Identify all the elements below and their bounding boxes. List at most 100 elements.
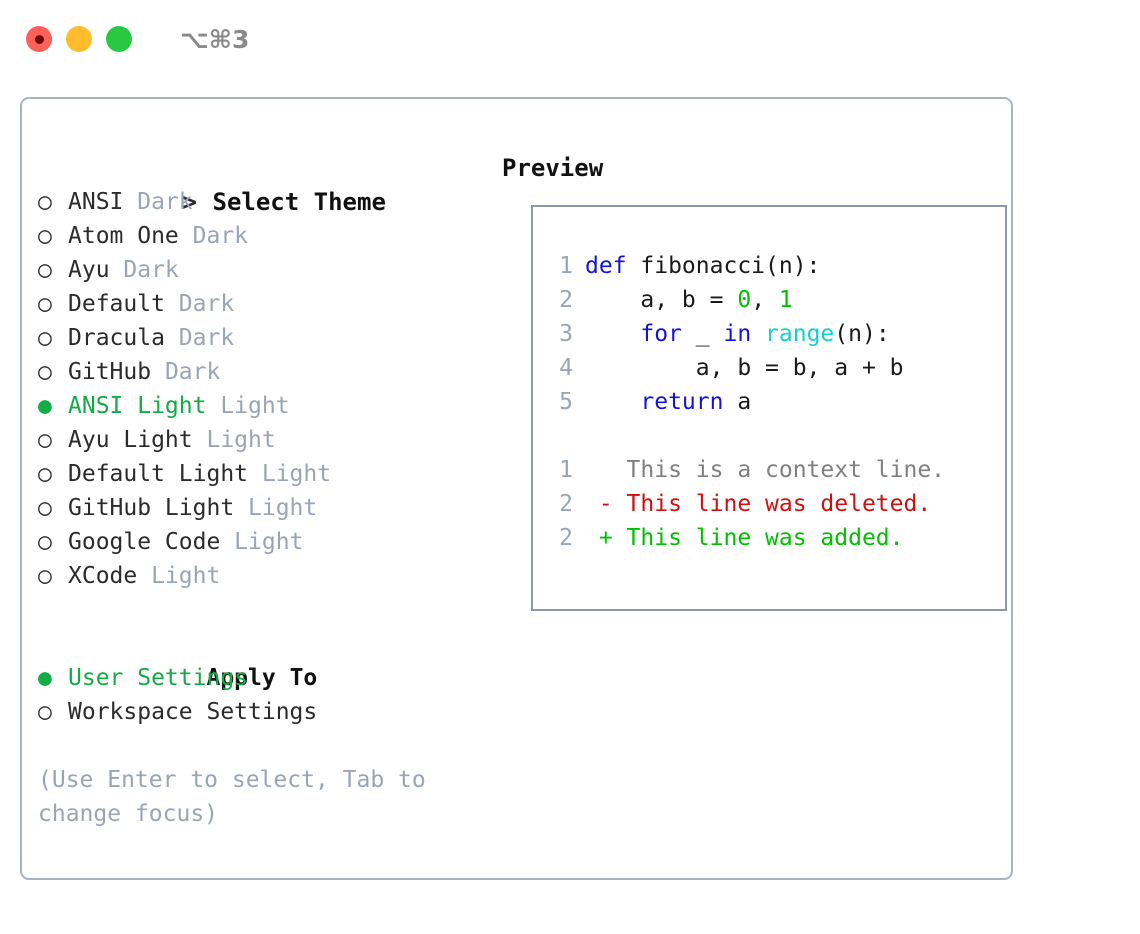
theme-name: Atom One [68,223,179,249]
apply-to-item[interactable]: ○ Workspace Settings [38,695,478,729]
minimize-button[interactable] [66,26,92,52]
theme-name: ANSI [68,189,124,215]
theme-name: Google Code [68,529,221,555]
radio-unselected-icon[interactable]: ○ [38,461,52,487]
radio-selected-icon[interactable]: ● [38,665,52,691]
list-spacer [38,593,478,627]
radio-unselected-icon[interactable]: ○ [38,563,52,589]
theme-list[interactable]: ○ ANSI Dark ○ Atom One Dark ○ Ayu Dark ○ Defaul… [38,185,478,593]
keyboard-hint-text: (Use Enter to select, Tab to change focu… [38,767,440,827]
apply-to-item-label: User Settings [68,665,249,691]
theme-variant-badge: Light [137,563,221,589]
code-line: 3 for _ in range(n): [547,317,1005,351]
radio-unselected-icon[interactable]: ○ [38,291,52,317]
theme-list-item[interactable]: ○ Atom One Dark [38,219,478,253]
theme-name: Default Light [68,461,249,487]
code-blank-line [547,419,1005,453]
preview-heading: Preview [502,154,604,182]
radio-unselected-icon[interactable]: ○ [38,529,52,555]
theme-variant-badge: Dark [109,257,179,283]
apply-to-item[interactable]: ● User Settings [38,661,478,695]
code-token [585,389,640,415]
code-token: + This line was added. [585,525,904,551]
code-token: - This line was deleted. [585,491,932,517]
radio-unselected-icon[interactable]: ○ [38,427,52,453]
theme-variant-badge: Light [248,461,332,487]
close-button[interactable] [26,26,52,52]
radio-unselected-icon[interactable]: ○ [38,495,52,521]
theme-name: GitHub Light [68,495,235,521]
line-number: 2 [559,525,573,551]
radio-selected-icon[interactable]: ● [38,393,52,419]
theme-variant-badge: Light [234,495,318,521]
theme-list-item[interactable]: ○ Dracula Dark [38,321,478,355]
code-token: 1 [778,287,793,313]
main-panel: > Select Theme ○ ANSI Dark ○ Atom One Dark ○ A… [20,97,1013,880]
code-token: This is a context line. [585,457,946,483]
code-token: _ [681,321,724,347]
radio-unselected-icon[interactable]: ○ [38,325,52,351]
code-token: , [751,287,779,313]
theme-list-item[interactable]: ● ANSI Light Light [38,389,478,423]
select-theme-heading: > Select Theme [38,151,478,216]
window-titlebar: ⌥⌘3 [0,0,1140,78]
theme-name: XCode [68,563,138,589]
theme-list-item[interactable]: ○ Ayu Dark [38,253,478,287]
page-title: Select Theme [212,188,386,216]
apply-to-item-label: Workspace Settings [68,699,318,725]
code-token: in [723,321,752,347]
code-line: 2 - This line was deleted. [547,487,1005,521]
theme-list-item[interactable]: ○Default Dark [38,287,478,321]
code-line: 1 This is a context line. [547,453,1005,487]
theme-list-item[interactable]: ○ ANSI Dark [38,185,478,219]
radio-unselected-icon[interactable]: ○ [38,699,52,725]
radio-unselected-icon[interactable]: ○ [38,223,52,249]
radio-unselected-icon[interactable]: ○ [38,359,52,385]
code-token: a [723,389,752,415]
theme-selection-column: > Select Theme ○ ANSI Dark ○ Atom One Dark ○ A… [38,151,478,831]
line-number: 5 [559,389,573,415]
line-number: 1 [559,457,573,483]
window-controls [26,26,132,52]
theme-list-item[interactable]: ○ XCode Light [38,559,478,593]
theme-variant-badge: Dark [164,325,235,351]
theme-list-item[interactable]: ○Ayu Light Light [38,423,478,457]
zoom-button[interactable] [106,26,132,52]
code-line: 4 a, b = b, a + b [547,351,1005,385]
theme-variant-badge: Light [206,393,290,419]
code-token [585,321,640,347]
code-line: 5 return a [547,385,1005,419]
theme-list-item[interactable]: ○ Default Light Light [38,457,478,491]
theme-variant-badge: Dark [123,189,193,215]
cursor-caret-icon: > [182,188,197,216]
theme-list-item[interactable]: ○Google Code Light [38,525,478,559]
apply-to-label: Apply To [206,665,318,691]
code-token: for [640,321,682,347]
line-number: 3 [559,321,573,347]
line-number: 1 [559,253,573,279]
apply-to-list[interactable]: ● User Settings ○ Workspace Settings [38,661,478,729]
line-number: 4 [559,355,573,381]
theme-name: Ayu [68,257,110,283]
theme-list-item[interactable]: ○GitHub Dark [38,355,478,389]
line-number: 2 [559,287,573,313]
code-token: range [765,321,835,347]
radio-unselected-icon[interactable]: ○ [38,257,52,283]
code-line: 2 a, b = 0, 1 [547,283,1005,317]
theme-variant-badge: Dark [178,223,249,249]
radio-unselected-icon[interactable]: ○ [38,189,52,215]
keyboard-shortcut-label: ⌥⌘3 [180,24,250,54]
theme-name: Dracula [68,325,165,351]
theme-variant-badge: Dark [151,359,221,385]
theme-list-item[interactable]: ○ GitHub Light Light [38,491,478,525]
theme-name: ANSI Light [68,393,207,419]
theme-name: Ayu Light [68,427,193,453]
code-token: a, b = b, a + b [585,355,904,381]
hint-spacer [38,729,478,763]
theme-name: Default [68,291,165,317]
